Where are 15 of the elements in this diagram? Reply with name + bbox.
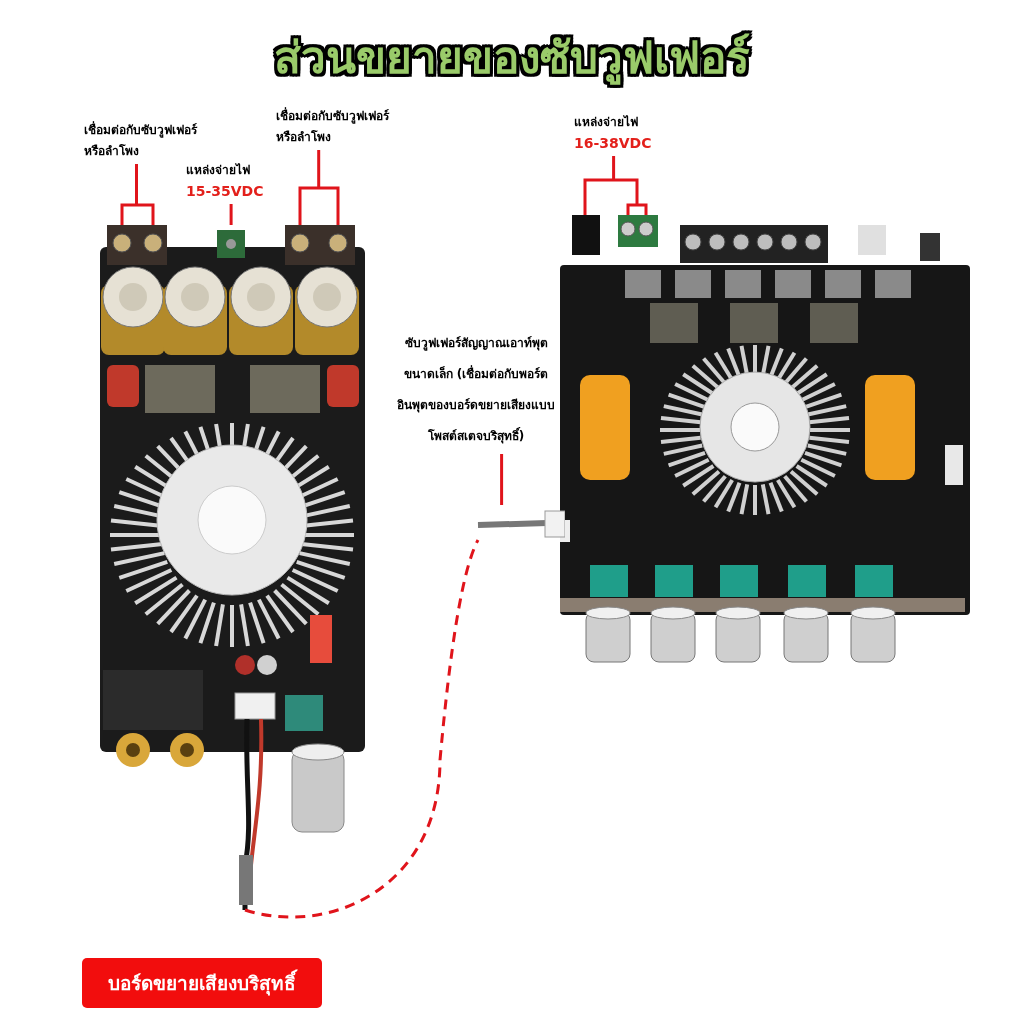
voltage-label: 16-38VDC — [574, 134, 653, 153]
callout-label: แหล่งจ่ายไฟ — [186, 162, 251, 179]
title: ส่วนขยายของซับวูฟเฟอร์ — [273, 31, 751, 87]
leader-line — [298, 148, 340, 227]
leader-line — [500, 454, 504, 505]
voltage-label: 15-35VDC — [186, 182, 265, 201]
callout-label: เชื่อมต่อกับซับวูฟเฟอร์หรือลำโพง — [84, 120, 199, 160]
callout-label: เชื่อมต่อกับซับวูฟเฟอร์หรือลำโพง — [276, 106, 391, 146]
cable-route-line — [244, 539, 480, 919]
leader-line — [229, 204, 233, 225]
leader-line — [120, 162, 155, 227]
leader-line — [583, 154, 648, 217]
caption-tag: บอร์ดขยายเสียงบริสุทธิ์ — [82, 958, 322, 1008]
callout-label: ซับวูฟเฟอร์สัญญาณเอาท์พุตขนาดเล็ก (เชื่อมต่อกับพอร์ตอินพุตของบอร์ดขยายเสียงแบบโพสต์สเตจบริสุทธิ์) — [396, 335, 556, 446]
callout-label: แหล่งจ่ายไฟ — [574, 114, 639, 131]
